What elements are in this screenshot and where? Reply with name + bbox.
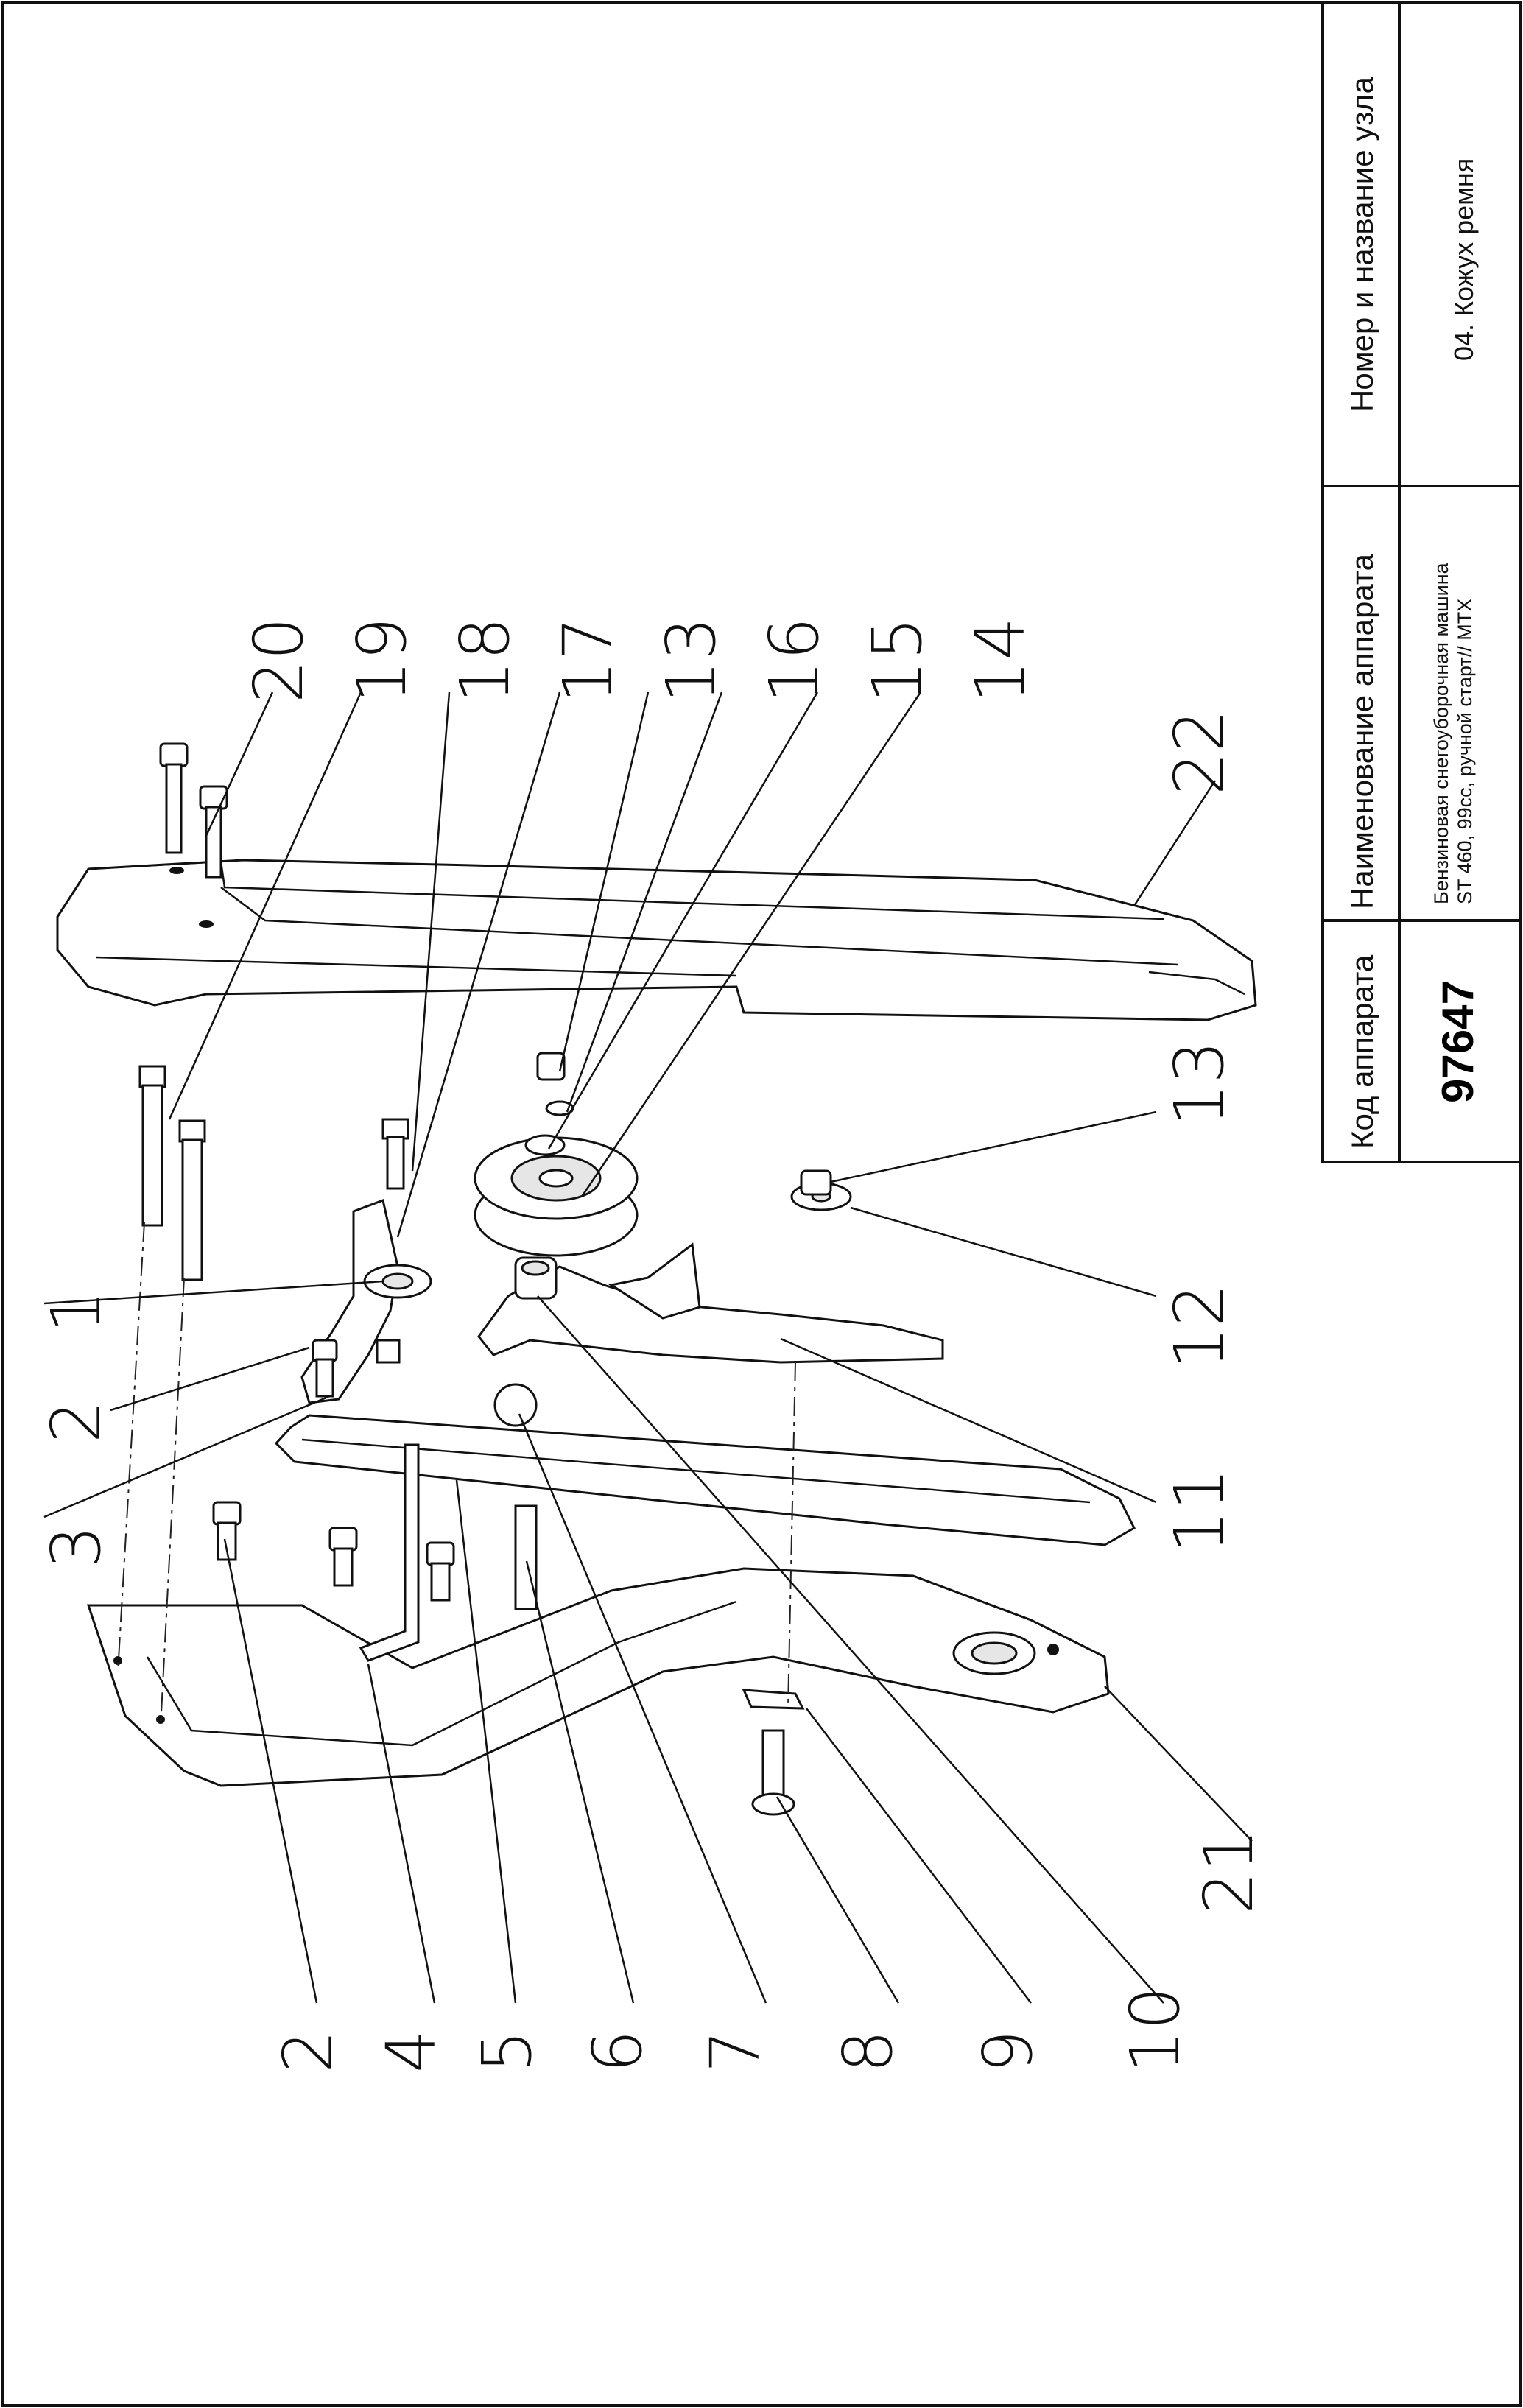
lower-belt-cover (86, 1567, 1110, 1787)
label-part-1: 1 (37, 1289, 116, 1333)
label-part-15: 15 (858, 617, 937, 703)
label-part-2-lower: 2 (269, 2029, 348, 2073)
label-part-4: 4 (372, 2029, 451, 2073)
idler-pulley (474, 1052, 639, 1257)
cover-screws (159, 742, 228, 879)
part-labels: 20 19 18 17 13 16 15 14 22 13 12 11 21 1… (37, 617, 1268, 2073)
label-part-9: 9 (968, 2029, 1047, 2073)
leader-lines (43, 691, 1253, 2004)
label-part-13-top: 13 (652, 617, 731, 703)
lower-bolts (212, 1339, 538, 1610)
label-part-5: 5 (468, 2029, 546, 2073)
label-part-20: 20 (239, 617, 318, 703)
title-block: Код аппарата 97647 Наименование аппарата… (1321, 1, 1522, 1163)
label-part-16: 16 (755, 617, 834, 703)
label-part-10: 10 (1116, 1987, 1195, 2073)
right-washer-nut (790, 1169, 852, 1211)
code-value: 97647 (1433, 980, 1482, 1103)
node-header: Номер и название узла (1345, 76, 1379, 412)
name-line-1: Бензиновая снегоуборочная машина (1430, 562, 1452, 904)
label-part-6: 6 (578, 2029, 657, 2073)
code-header: Код аппарата (1345, 954, 1379, 1149)
name-line-2: ST 460, 99cc, ручной старт// MTX (1454, 599, 1476, 904)
idler-arm-plate (477, 1242, 944, 1364)
label-part-17: 17 (549, 617, 627, 703)
round-bolt-head (493, 1383, 538, 1427)
drive-belt (274, 1414, 1136, 1546)
label-part-7: 7 (696, 2029, 775, 2073)
name-header: Наименование аппарата (1345, 553, 1379, 909)
label-part-22: 22 (1160, 709, 1239, 795)
cable-rod (359, 1443, 420, 1662)
node-value: 04. Кожух ремня (1449, 158, 1479, 361)
upper-belt-cover (56, 859, 1257, 1021)
pin-and-clip (742, 1689, 805, 1816)
label-part-14: 14 (961, 617, 1040, 703)
label-part-3: 3 (37, 1525, 116, 1569)
label-part-8: 8 (829, 2029, 907, 2073)
long-spacers (138, 1065, 206, 1281)
label-part-2-upper: 2 (37, 1400, 116, 1443)
label-part-18: 18 (446, 617, 524, 703)
label-part-11: 11 (1160, 1468, 1239, 1554)
label-part-21: 21 (1189, 1828, 1268, 1915)
label-part-13-right: 13 (1160, 1041, 1239, 1127)
label-part-12: 12 (1160, 1284, 1239, 1370)
label-part-19: 19 (342, 617, 421, 703)
